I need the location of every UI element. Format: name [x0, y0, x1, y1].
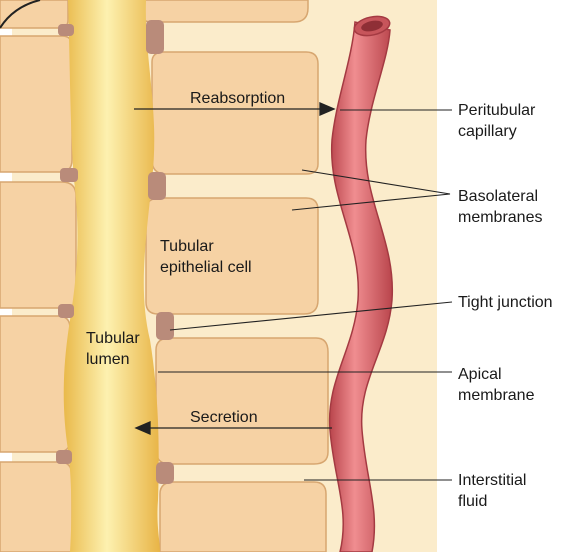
epithelial-cell [0, 181, 77, 309]
apical-membrane-label-line1: Apical [458, 366, 502, 383]
epithelial-cell-label-line1: Tubular [160, 238, 214, 255]
transport-arrows [134, 102, 336, 435]
tight-junction [156, 462, 174, 484]
interstitial-fluid-label-line1: Interstitial [458, 472, 527, 489]
epithelial-cell [159, 481, 327, 552]
right-junctions [146, 20, 174, 484]
capillary-opening-inner [361, 20, 383, 32]
epithelial-cell [0, 315, 71, 453]
secretion-arrowhead [134, 421, 151, 435]
basolateral-membranes-label-line2: membranes [458, 209, 543, 226]
left-junctions [56, 24, 78, 464]
epithelial-cell [0, 0, 69, 29]
peritubular-capillary-label-line2: capillary [458, 123, 517, 140]
tight-junction [156, 312, 174, 340]
peritubular-capillary-label-line1: Peritubular [458, 102, 536, 119]
lumen-label-line2: lumen [86, 351, 130, 368]
tight-junction [58, 304, 74, 318]
reabsorption-arrowhead [319, 102, 336, 116]
tubular-lumen [63, 0, 160, 552]
apical-membrane-label-line2: membrane [458, 387, 535, 404]
epithelial-cell [0, 461, 73, 552]
interstitial-fluid-label-line2: fluid [458, 493, 488, 510]
left-cell-column [0, 0, 77, 552]
leader-lines [158, 109, 453, 481]
apical-membrane-label: Apical membrane [458, 364, 534, 406]
basolateral-membranes-label-line1: Basolateral [458, 188, 539, 205]
frame-curve [0, 0, 41, 29]
interstitial-fluid-label: Interstitial fluid [458, 470, 526, 512]
reabsorption-label: Reabsorption [190, 90, 286, 107]
tight-junction-label: Tight junction [458, 294, 553, 311]
peritubular-capillary [328, 21, 394, 552]
tight-junction [146, 20, 164, 54]
epithelial-cell-label-line2: epithelial cell [160, 259, 252, 276]
epithelial-cell [155, 337, 329, 465]
epithelial-cell [0, 35, 73, 173]
lumen-label-line1: Tubular [86, 330, 140, 347]
right-cell-column [139, 0, 329, 552]
epithelial-cell-label: Tubular epithelial cell [160, 236, 252, 278]
secretion-label: Secretion [190, 409, 258, 426]
leader-basolateral [291, 169, 451, 211]
tight-junction [60, 168, 78, 182]
epithelial-cell [151, 51, 319, 175]
peritubular-capillary-label: Peritubular capillary [458, 100, 535, 142]
tight-junction [58, 24, 74, 36]
lumen-label: Tubular lumen [86, 328, 140, 370]
tight-junction [148, 172, 166, 200]
leader-tight-junction [169, 301, 453, 331]
epithelial-cell [139, 0, 309, 23]
basolateral-membranes-label: Basolateral membranes [458, 186, 542, 228]
tight-junction [56, 450, 72, 464]
